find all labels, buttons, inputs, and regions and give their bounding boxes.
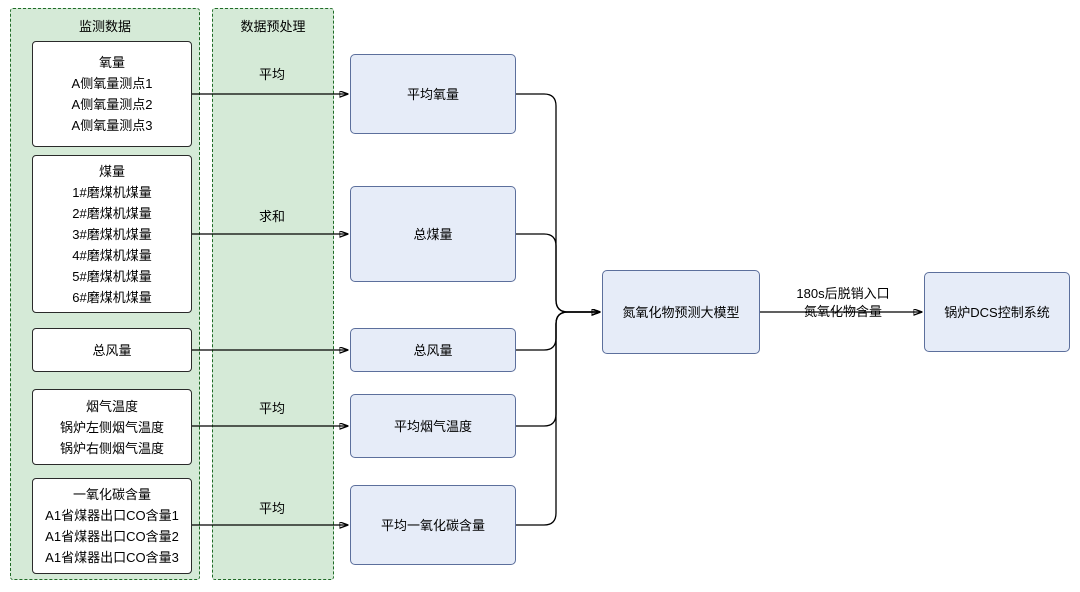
source-flue-temp-line-2: 锅炉右侧烟气温度 <box>59 440 164 456</box>
process-avg-oxygen-label: 平均氧量 <box>406 86 459 102</box>
source-coal-line-5: 5#磨煤机煤量 <box>72 268 152 284</box>
target-dcs-label: 锅炉DCS控制系统 <box>944 304 1050 320</box>
source-co-line-1: A1省煤器出口CO含量1 <box>45 508 179 523</box>
link-avgfluetemp-to-model <box>516 312 600 427</box>
process-avg-flue-temp-label: 平均烟气温度 <box>393 418 472 434</box>
group-preprocess-title: 数据预处理 <box>240 19 306 34</box>
source-coal-line-2: 2#磨煤机煤量 <box>72 205 152 221</box>
link-totalcoal-to-model <box>516 233 600 312</box>
source-oxygen-line-2: A侧氧量测点2 <box>71 97 153 112</box>
process-box-total-air: 总风量 <box>350 328 516 372</box>
process-box-avg-co: 平均一氧化碳含量 <box>350 485 516 565</box>
link-avgco-to-model <box>516 312 600 526</box>
edge-label-output-line-2: 氮氧化物含量 <box>803 304 882 319</box>
group-monitor-data-title: 监测数据 <box>78 19 131 34</box>
process-box-total-coal: 总煤量 <box>350 186 516 282</box>
process-avg-co-label: 平均一氧化碳含量 <box>380 517 485 533</box>
edge-label-output-line-1: 180s后脱销入口 <box>796 286 890 301</box>
source-coal-line-1: 1#磨煤机煤量 <box>72 184 152 200</box>
source-box-oxygen: 氧量 A侧氧量测点1 A侧氧量测点2 A侧氧量测点3 <box>32 41 192 147</box>
source-oxygen-line-1: A侧氧量测点1 <box>71 76 153 91</box>
source-oxygen-title: 氧量 <box>98 55 125 70</box>
edge-label-average-co: 平均 <box>258 501 285 516</box>
model-label: 氮氧化物预测大模型 <box>622 304 740 320</box>
link-totalair-to-model <box>516 312 600 351</box>
source-box-flue-temp: 烟气温度 锅炉左侧烟气温度 锅炉右侧烟气温度 <box>32 389 192 465</box>
edge-label-average-oxygen: 平均 <box>258 67 285 82</box>
source-coal-line-6: 6#磨煤机煤量 <box>72 289 152 305</box>
source-flue-temp-line-1: 锅炉左侧烟气温度 <box>59 419 164 435</box>
source-total-air-title: 总风量 <box>92 342 132 358</box>
model-box-nox-prediction: 氮氧化物预测大模型 <box>602 270 760 354</box>
source-box-co: 一氧化碳含量 A1省煤器出口CO含量1 A1省煤器出口CO含量2 A1省煤器出口… <box>32 478 192 574</box>
source-co-line-2: A1省煤器出口CO含量2 <box>45 529 179 544</box>
source-coal-line-4: 4#磨煤机煤量 <box>72 247 152 263</box>
process-total-air-label: 总风量 <box>413 342 453 358</box>
source-box-total-air: 总风量 <box>32 328 192 372</box>
source-co-line-3: A1省煤器出口CO含量3 <box>45 550 179 565</box>
group-preprocess: 数据预处理 <box>212 8 334 580</box>
process-box-avg-flue-temp: 平均烟气温度 <box>350 394 516 458</box>
source-flue-temp-title: 烟气温度 <box>85 398 138 414</box>
edge-label-output-nox: 180s后脱销入口 氮氧化物含量 <box>770 285 916 321</box>
edge-label-average-flue-temp: 平均 <box>258 401 285 416</box>
source-oxygen-line-3: A侧氧量测点3 <box>71 118 153 133</box>
process-total-coal-label: 总煤量 <box>413 226 453 242</box>
source-coal-title: 煤量 <box>98 163 125 179</box>
source-coal-line-3: 3#磨煤机煤量 <box>72 226 152 242</box>
edge-label-sum-coal: 求和 <box>258 209 285 224</box>
link-avgoxygen-to-model <box>516 93 600 312</box>
source-co-title: 一氧化碳含量 <box>72 487 151 502</box>
target-box-dcs: 锅炉DCS控制系统 <box>924 272 1070 352</box>
source-box-coal: 煤量 1#磨煤机煤量 2#磨煤机煤量 3#磨煤机煤量 4#磨煤机煤量 5#磨煤机… <box>32 155 192 313</box>
process-box-avg-oxygen: 平均氧量 <box>350 54 516 134</box>
